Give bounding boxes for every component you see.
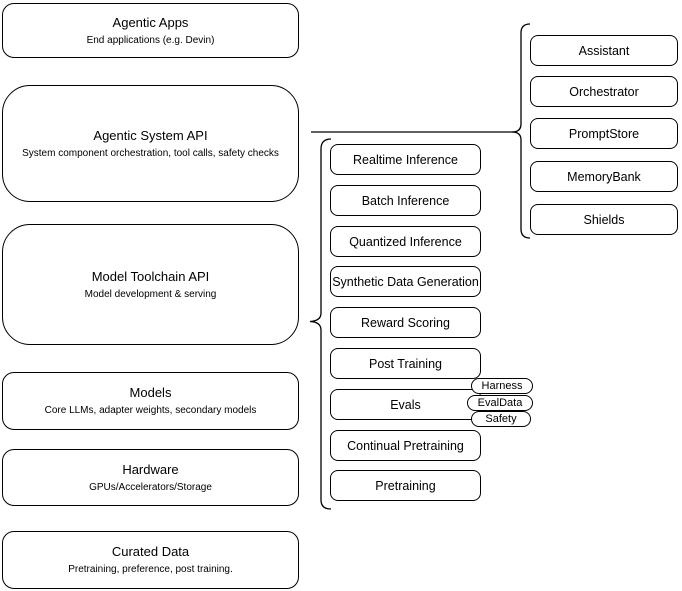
node-subtitle: Model development & serving <box>84 288 217 300</box>
node-model-toolchain-api: Model Toolchain API Model development & … <box>2 224 299 345</box>
node-continual-pretraining: Continual Pretraining <box>330 430 481 461</box>
node-orchestrator: Orchestrator <box>530 76 678 107</box>
node-hardware: Hardware GPUs/Accelerators/Storage <box>2 449 299 506</box>
node-batch-inference: Batch Inference <box>330 185 481 216</box>
node-subtitle: Core LLMs, adapter weights, secondary mo… <box>44 405 257 416</box>
node-pretraining: Pretraining <box>330 470 481 501</box>
node-curated-data: Curated Data Pretraining, preference, po… <box>2 531 299 589</box>
node-agentic-system-api: Agentic System API System component orch… <box>2 85 299 202</box>
node-shields: Shields <box>530 204 678 235</box>
node-reward-scoring: Reward Scoring <box>330 307 481 338</box>
node-realtime-inference: Realtime Inference <box>330 144 481 175</box>
node-post-training: Post Training <box>330 348 481 379</box>
node-subtitle: GPUs/Accelerators/Storage <box>89 481 212 493</box>
node-evals: Evals <box>330 389 481 420</box>
tag-harness: Harness <box>471 378 533 394</box>
node-agentic-apps: Agentic Apps End applications (e.g. Devi… <box>2 3 299 58</box>
node-memorybank: MemoryBank <box>530 161 678 192</box>
system-components-brace <box>511 23 531 239</box>
node-assistant: Assistant <box>530 35 678 66</box>
node-title: Curated Data <box>111 544 190 559</box>
node-subtitle: System component orchestration, tool cal… <box>22 147 279 159</box>
node-subtitle: Pretraining, preference, post training. <box>68 564 233 575</box>
node-title: Model Toolchain API <box>91 268 210 284</box>
node-title: Agentic System API <box>93 127 208 143</box>
tag-evaldata: EvalData <box>467 395 533 411</box>
node-title: Models <box>129 385 172 400</box>
toolchain-brace <box>309 138 332 510</box>
tag-safety: Safety <box>471 411 531 427</box>
node-promptstore: PromptStore <box>530 118 678 149</box>
node-subtitle: End applications (e.g. Devin) <box>86 34 215 46</box>
node-quantized-inference: Quantized Inference <box>330 226 481 257</box>
node-models: Models Core LLMs, adapter weights, secon… <box>2 372 299 430</box>
node-title: Agentic Apps <box>112 14 189 30</box>
node-title: Hardware <box>122 461 179 477</box>
node-synthetic-data-generation: Synthetic Data Generation <box>330 266 481 297</box>
